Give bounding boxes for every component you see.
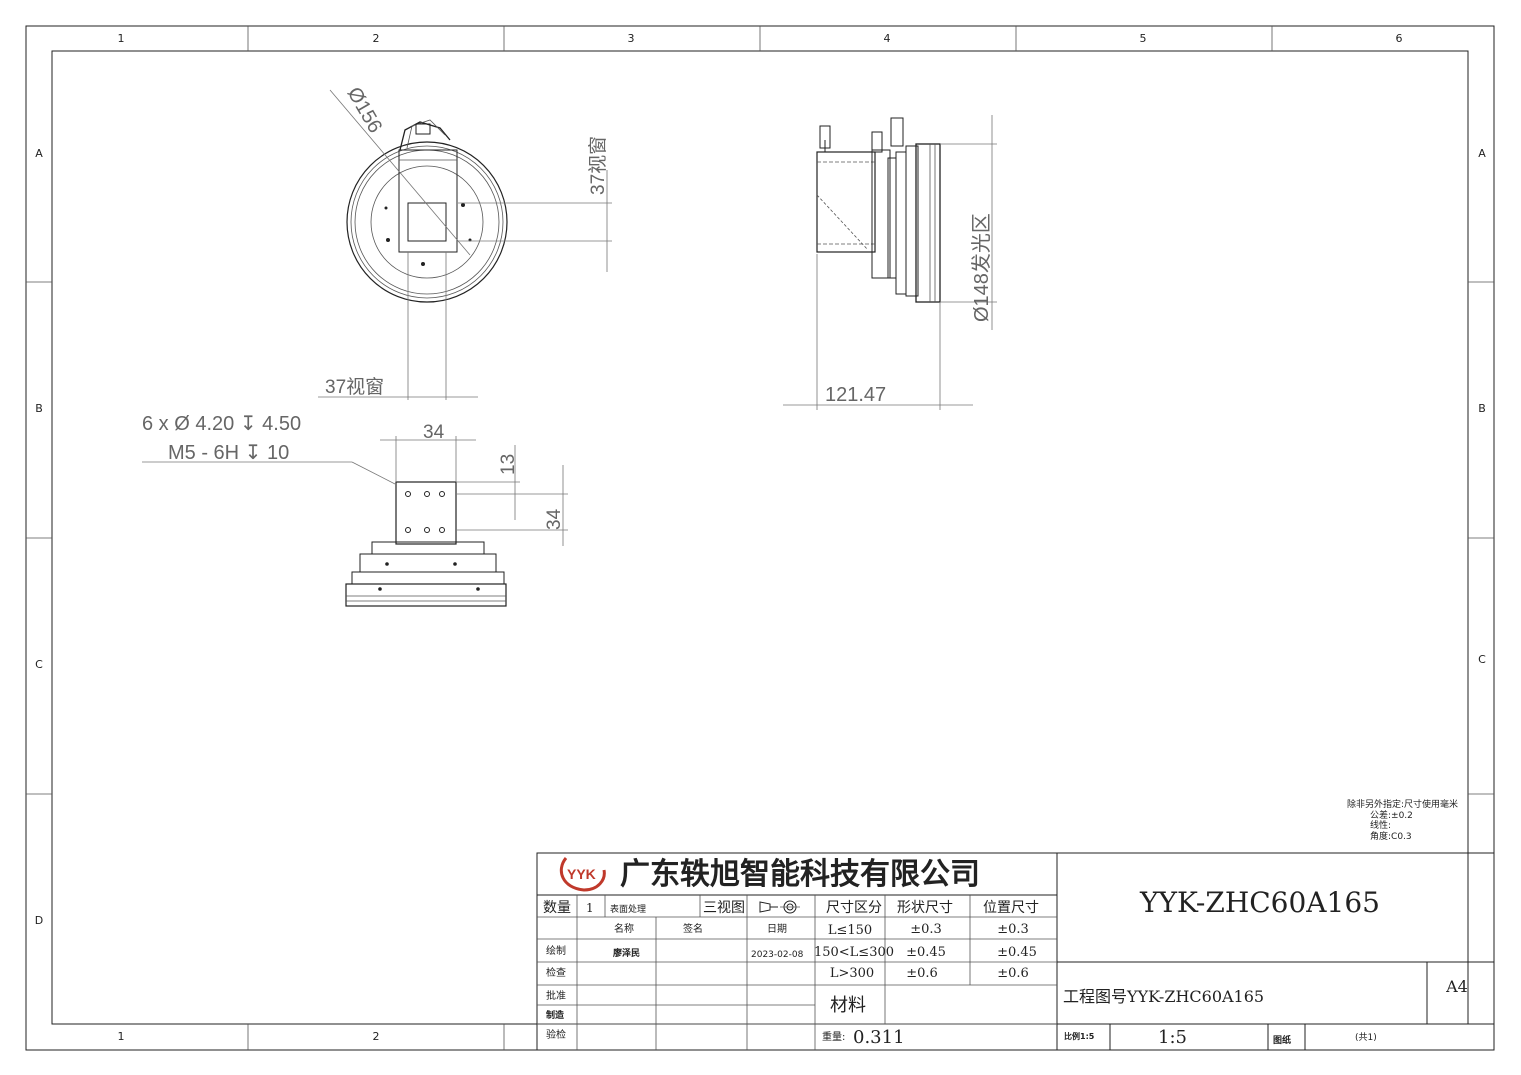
zone-row-c-right: C [1478,653,1486,666]
top-view-dims [142,436,568,546]
front-view [329,89,508,303]
zone-col-2-bottom: 2 [373,1030,380,1043]
date-label: 日期 [767,923,787,935]
range-row-2-shape: ±0.45 [906,945,946,960]
qty-label: 数量 [543,900,571,916]
dim-13: 13 [498,454,519,475]
range-row-3-range: L>300 [830,966,874,981]
title-block-grid [536,852,1495,1051]
range-row-2-pos: ±0.45 [997,945,1037,960]
name-label: 名称 [614,922,634,935]
three-view-label: 三视图 [703,900,745,916]
sign-label: 签名 [683,922,703,935]
side-view-dims [783,115,997,410]
sheet-label: 图纸 [1273,1034,1291,1046]
note-unit: 除非另外指定:尺寸使用毫米 [1347,798,1458,810]
zone-col-4-top: 4 [884,32,891,45]
zone-col-1-bottom: 1 [118,1030,125,1043]
part-number: YYK-ZHC60A165 [1139,886,1380,919]
zone-col-3-top: 3 [628,32,635,45]
front-view-dims [318,170,612,400]
range-row-1-shape: ±0.3 [910,922,942,937]
qty-value: 1 [586,901,594,915]
zone-col-6-top: 6 [1396,32,1403,45]
dim-hole-spec-1: 6 x Ø 4.20 ↧ 4.50 [142,413,301,435]
company-name: 广东轶旭智能科技有限公司 [620,857,980,892]
zone-row-b-left: B [35,402,43,415]
zone-col-2-top: 2 [373,32,380,45]
note-tolerance: 公差:±0.2 [1370,809,1413,821]
side-view [816,117,941,303]
surface-label: 表面处理 [610,903,646,915]
sheet-count: (共1) [1355,1032,1377,1043]
zone-row-c-left: C [35,658,43,671]
range-row-1-pos: ±0.3 [997,922,1029,937]
zone-row-a-left: A [35,147,43,160]
dim-length-121: 121.47 [825,384,886,406]
dim-diameter-156: Ø156 [343,84,387,137]
pos-tol-label: 位置尺寸 [983,900,1039,916]
drawn-by: 廖泽民 [613,947,640,959]
sheet-size: A4 [1445,977,1468,996]
note-angle: 角度:C0.3 [1370,830,1412,842]
zone-col-1-top: 1 [118,32,125,45]
drawing-number: 工程图号YYK-ZHC60A165 [1063,987,1264,1006]
size-range-label: 尺寸区分 [826,900,882,916]
yyk-logo: YYK [560,857,606,892]
weight-value: 0.311 [853,1027,905,1048]
zone-row-a-right: A [1478,147,1486,160]
dim-34-top: 34 [423,422,445,443]
check-label: 检查 [546,966,566,979]
dim-view-37-vertical: 37视窗 [587,136,609,195]
drawn-label: 绘制 [546,944,566,957]
dim-emit-area: Ø148发光区 [970,213,993,322]
dim-34-side: 34 [544,508,565,530]
weight-label: 重量: [822,1030,845,1043]
dim-hole-spec-2: M5 - 6H ↧ 10 [168,442,289,464]
zone-row-b-right: B [1478,402,1486,415]
title-block-inner-grid [537,895,1057,1050]
range-row-3-shape: ±0.6 [906,966,938,981]
projection-symbol-icon [759,900,800,914]
range-row-3-pos: ±0.6 [997,966,1029,981]
drawn-date: 2023-02-08 [751,950,804,960]
zone-col-5-top: 5 [1140,32,1147,45]
zone-row-d-left: D [35,914,43,927]
scale-value: 1:5 [1158,1027,1187,1048]
top-view [345,481,507,607]
dim-view-37-horizontal: 37视窗 [325,376,384,398]
material-label: 材料 [830,995,866,1016]
shape-tol-label: 形状尺寸 [897,900,953,916]
zone-ticks [26,26,1494,1050]
logo-text: YYK [567,866,596,882]
make-label: 制造 [546,1009,565,1021]
note-linear: 线性: [1370,819,1391,831]
scale-label: 比例1:5 [1064,1031,1095,1041]
approve-label: 批准 [546,989,566,1002]
inspect-label: 验检 [546,1028,566,1041]
range-row-2-range: 150<L≤300 [814,945,894,960]
range-row-1-range: L≤150 [828,923,872,938]
